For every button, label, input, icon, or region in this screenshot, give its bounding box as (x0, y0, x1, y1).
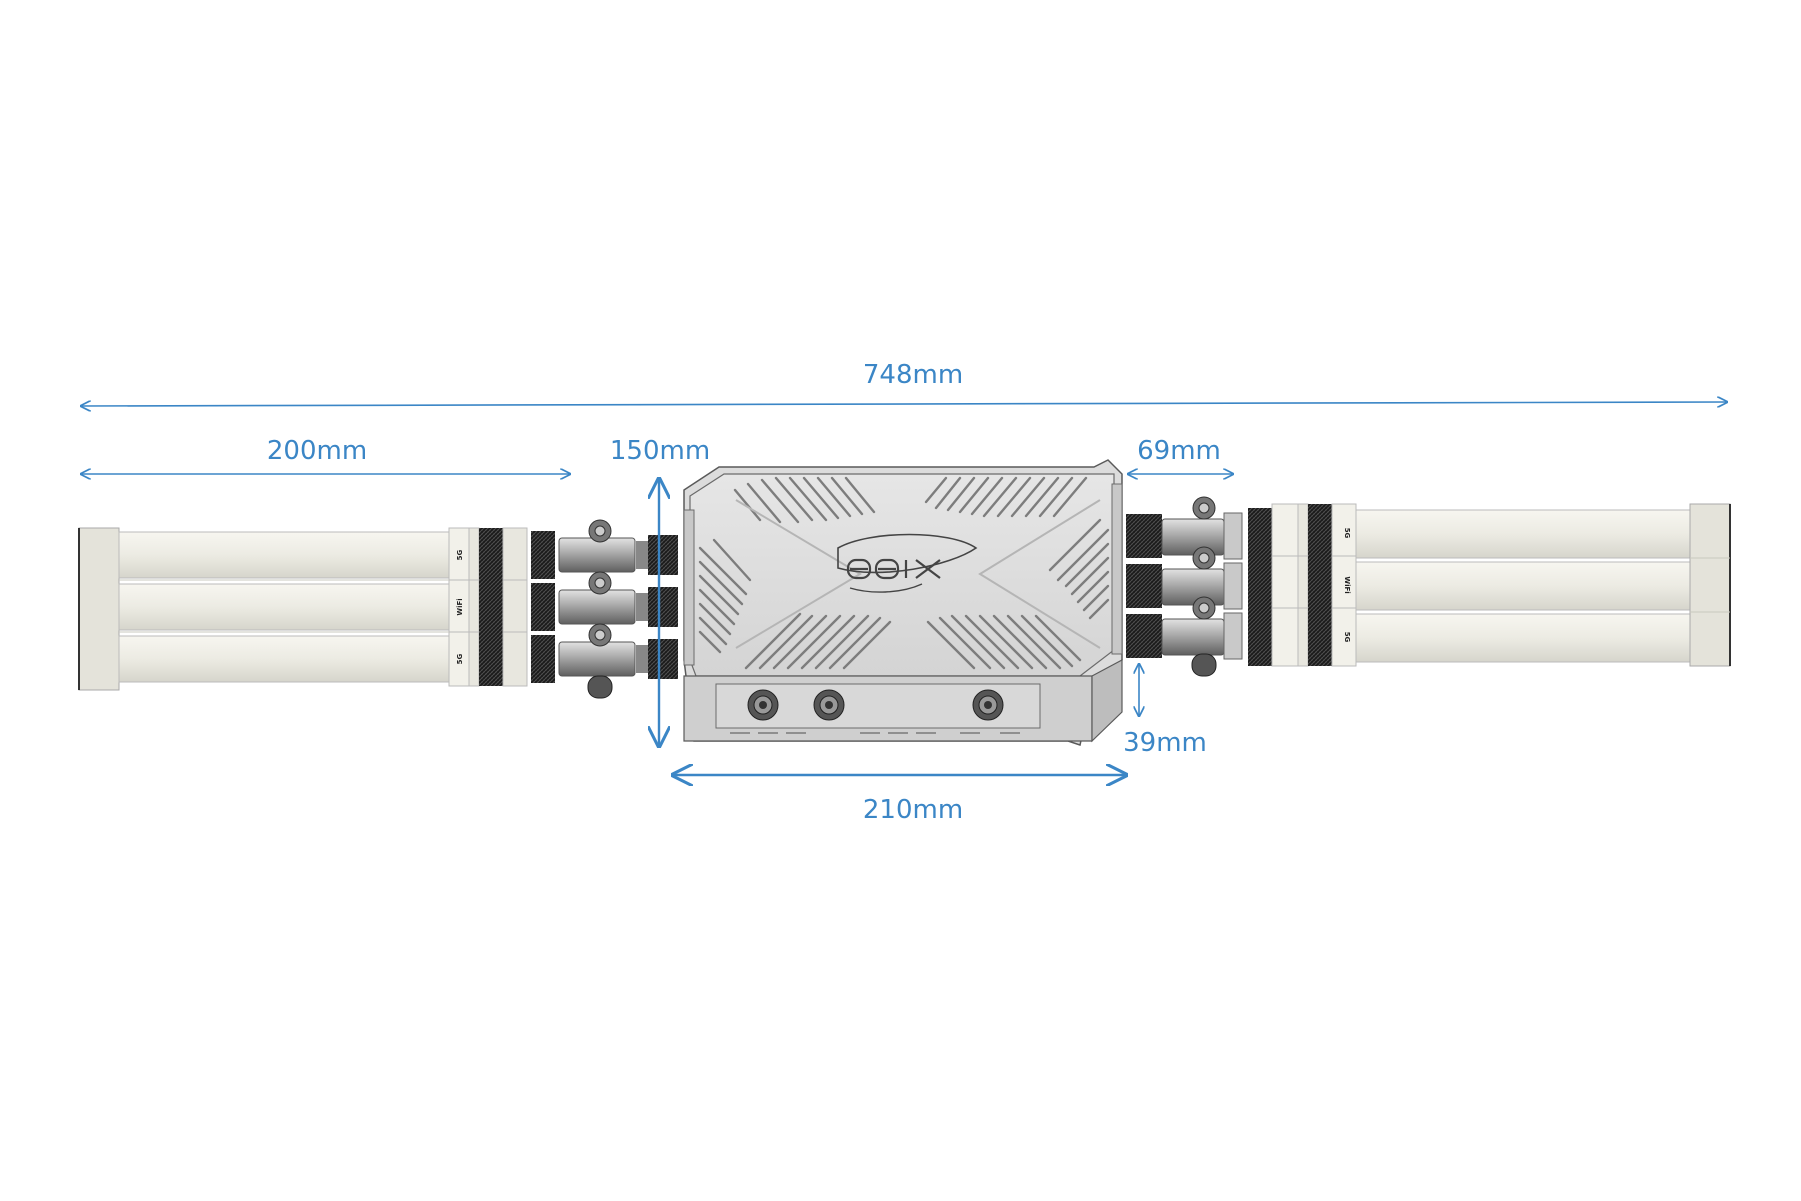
width-label: 210mm (863, 795, 963, 825)
right-connectors (1126, 496, 1243, 677)
right-connector-top (1126, 496, 1243, 560)
connector-length-label: 69mm (1137, 436, 1221, 466)
right-antenna-middle (1248, 555, 1691, 615)
right-connector-bottom (1126, 596, 1243, 660)
left-antenna-middle-label: WiFi (456, 598, 464, 615)
overall-length-line (81, 402, 1727, 406)
left-antenna-bottom (118, 631, 555, 687)
dimension-annotations (81, 402, 1727, 775)
right-antenna-bottom (1248, 607, 1691, 667)
left-antenna-middle (118, 579, 555, 635)
right-antenna-group: 5G WiFi 5G (1248, 503, 1731, 667)
right-antenna-middle-label: WiFi (1343, 576, 1351, 593)
port-1 (747, 689, 779, 721)
left-antenna-bottom-label: 5G (456, 653, 464, 664)
right-antenna-top (1248, 503, 1691, 563)
right-antenna-cap (1689, 503, 1731, 667)
port-2 (813, 689, 845, 721)
port-3 (972, 689, 1004, 721)
left-antenna-top (118, 527, 555, 583)
right-connector-middle (1126, 546, 1243, 610)
enclosure (683, 459, 1123, 746)
right-mount-knob (1191, 653, 1217, 677)
antenna-length-label: 200mm (267, 436, 367, 466)
right-antenna-top-label: 5G (1343, 528, 1351, 539)
left-mount-knob (587, 675, 613, 699)
depth-label: 39mm (1123, 728, 1207, 758)
left-antenna-group: 5G WiFi 5G (78, 527, 555, 691)
overall-length-label: 748mm (863, 360, 963, 390)
heatsink-fins (698, 476, 1110, 670)
left-antenna-top-label: 5G (456, 549, 464, 560)
right-antenna-bottom-label: 5G (1343, 632, 1351, 643)
left-antenna-cap (78, 527, 120, 691)
brand-logo (837, 533, 978, 593)
height-label: 150mm (610, 436, 710, 466)
